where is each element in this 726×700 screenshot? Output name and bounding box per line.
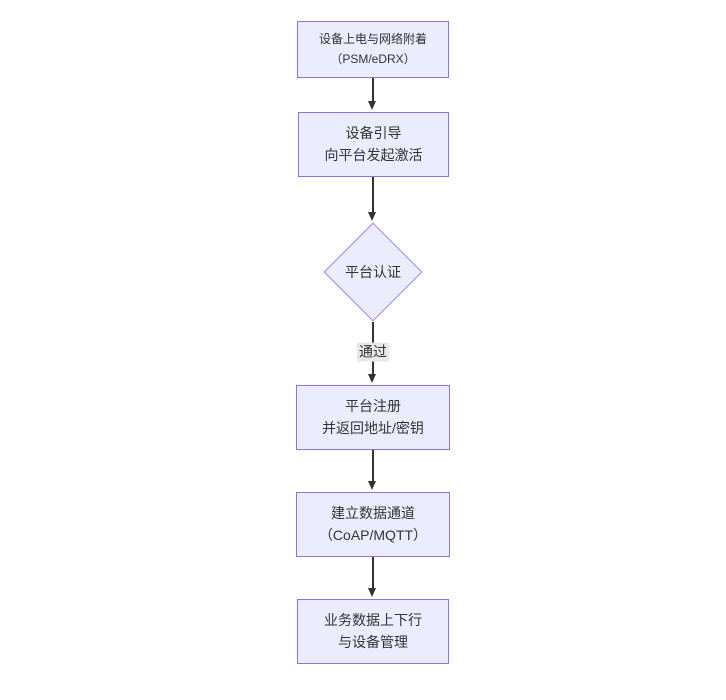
- node-text-line: 并返回地址/密钥: [322, 419, 424, 436]
- edge-line: [372, 557, 374, 588]
- flowchart-node-business: 业务数据上下行 与设备管理: [297, 599, 449, 664]
- node-text-line: 设备引导: [345, 124, 402, 141]
- arrowhead-icon: [368, 588, 376, 597]
- flowchart-node-power-on: 设备上电与网络附着 （PSM/eDRX）: [297, 21, 449, 78]
- arrowhead-icon: [368, 101, 376, 110]
- node-text-line: 平台认证: [345, 264, 401, 280]
- node-text-line: 平台注册: [345, 397, 401, 414]
- arrowhead-icon: [368, 212, 376, 221]
- edge-line: [372, 78, 374, 102]
- node-text-line: （CoAP/MQTT）: [318, 526, 428, 543]
- arrowhead-icon: [368, 481, 376, 490]
- arrowhead-icon: [368, 374, 376, 383]
- edge-line: [372, 177, 374, 213]
- flowchart-node-bootstrap: 设备引导 向平台发起激活: [298, 112, 449, 177]
- flowchart-node-register: 平台注册 并返回地址/密钥: [296, 385, 450, 450]
- node-text-line: 设备上电与网络附着: [318, 32, 427, 47]
- flowchart-node-channel: 建立数据通道 （CoAP/MQTT）: [296, 492, 450, 557]
- node-text-line: 业务数据上下行: [324, 611, 422, 628]
- node-text-line: （PSM/eDRX）: [330, 51, 416, 66]
- node-text-line: 建立数据通道: [331, 504, 415, 521]
- edge-label-pass: 通过: [357, 342, 389, 362]
- node-text-line: 与设备管理: [338, 633, 408, 650]
- node-text-line: 向平台发起激活: [324, 146, 423, 163]
- edge-line: [372, 450, 374, 482]
